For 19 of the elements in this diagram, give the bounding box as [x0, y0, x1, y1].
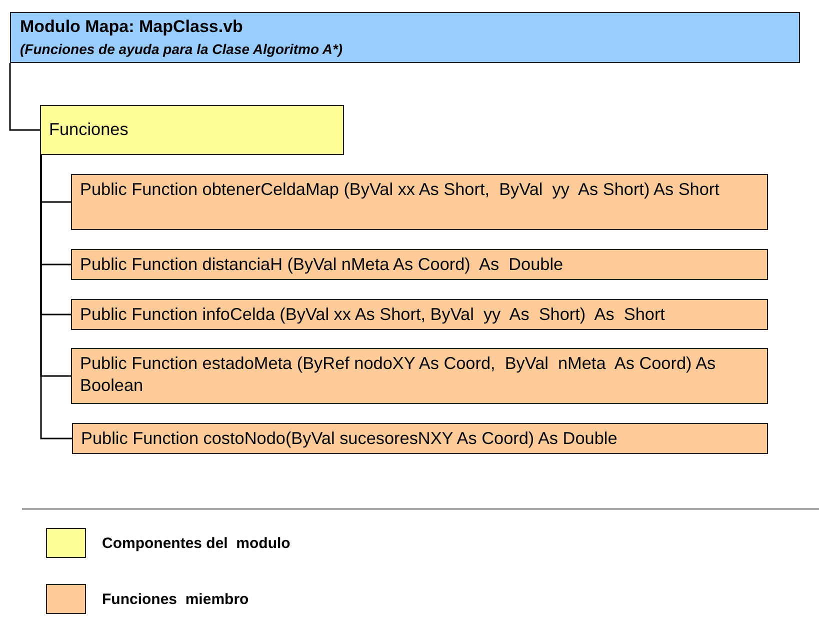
function-box: [71, 174, 768, 230]
function-box: [71, 348, 768, 404]
node-text: Public Function costoNodo(ByVal sucesoresNXY As Coord) As Double: [81, 427, 618, 449]
node-text: Public Function estadoMeta (ByRef nodoXY As Coord, ByVal nMeta As Coord) As Boolean: [80, 352, 717, 396]
legend-label: Componentes del modulo: [102, 534, 290, 552]
function-box: [72, 423, 768, 454]
module-subtitle: (Funciones de ayuda para la Clase Algoritmo A*): [20, 40, 344, 59]
function-box: [71, 249, 768, 280]
node-text: Public Function obtenerCeldaMap (ByVal xx As Short, ByVal yy As Short) As Short: [80, 178, 720, 200]
connector-line: [40, 155, 72, 440]
node-text: Public Function distanciaH (ByVal nMeta As Coord) As Double: [80, 253, 564, 275]
function-box: [71, 299, 768, 330]
node-text: Public Function infoCelda (ByVal xx As Short, ByVal yy As Short) As Short: [80, 303, 666, 325]
node-text: Funciones: [49, 118, 130, 140]
module-header: [10, 12, 800, 63]
connector-line: [9, 63, 40, 131]
module-title: Modulo Mapa: MapClass.vb: [20, 16, 244, 38]
legend-label: Funciones miembro: [102, 590, 249, 608]
section-box: [40, 105, 344, 155]
